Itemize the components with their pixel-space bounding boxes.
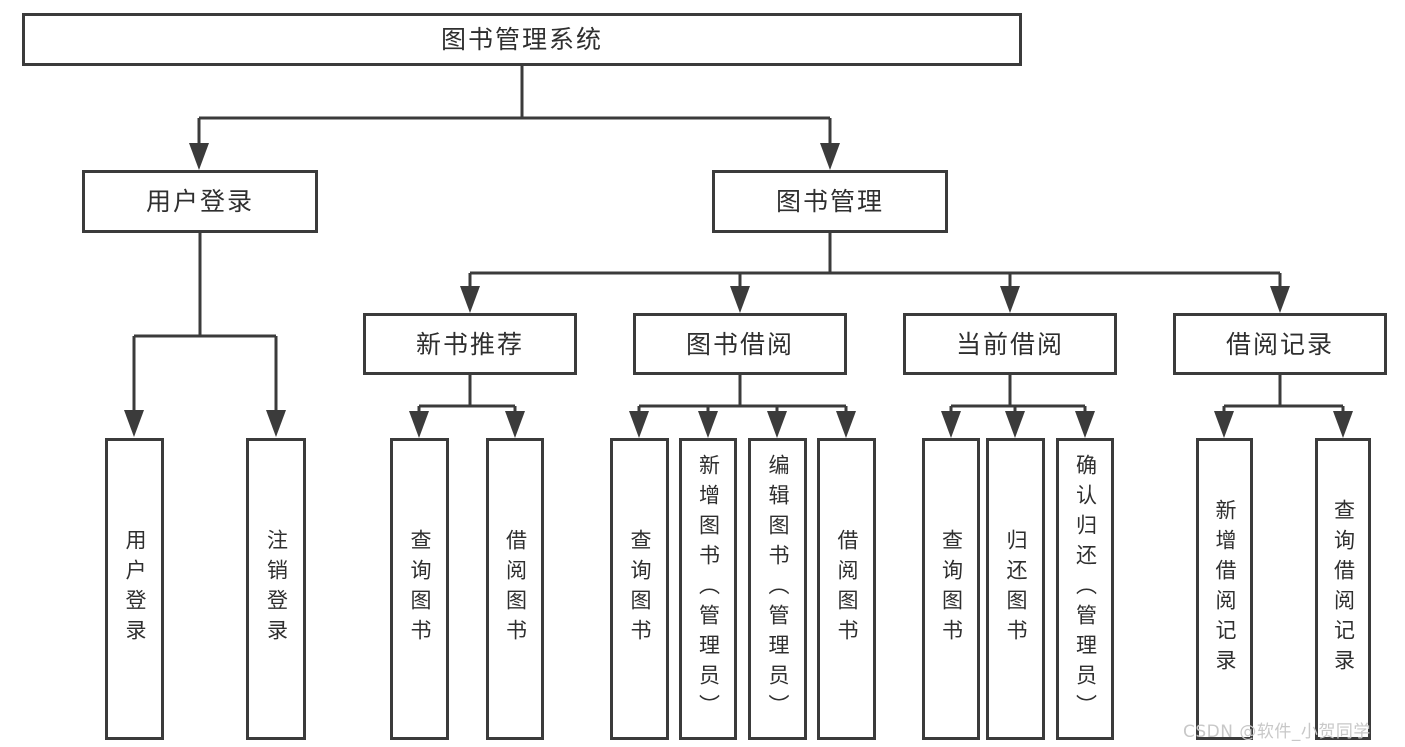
leaf-nb-borrow-books: 借阅图书 xyxy=(486,438,544,740)
node-book-management: 图书管理 xyxy=(712,170,948,233)
node-root-label: 图书管理系统 xyxy=(440,25,603,54)
node-borrow-records: 借阅记录 xyxy=(1173,313,1387,375)
node-user-login: 用户登录 xyxy=(82,170,318,233)
leaf-bb-edit-books-admin-label: 编辑图书（管理员） xyxy=(766,454,790,724)
arrow-down-icon xyxy=(1000,286,1020,313)
arrow-down-icon xyxy=(505,411,525,438)
leaf-logout-login: 注销登录 xyxy=(246,438,306,740)
leaf-bb-query-books-label: 查询图书 xyxy=(628,529,652,649)
arrow-down-icon xyxy=(730,286,750,313)
leaf-nb-query-books: 查询图书 xyxy=(390,438,449,740)
connector-bookmgmt-to-level3 xyxy=(468,233,1282,295)
leaf-bb-add-books-admin: 新增图书（管理员） xyxy=(679,438,737,740)
connector-userlogin-to-leaves xyxy=(132,233,278,420)
leaf-nb-query-books-label: 查询图书 xyxy=(408,529,432,649)
arrow-down-icon xyxy=(698,411,718,438)
arrow-down-icon xyxy=(124,410,144,437)
arrow-down-icon xyxy=(1214,411,1234,438)
connector-root-to-level2 xyxy=(197,66,832,152)
node-book-management-label: 图书管理 xyxy=(775,187,884,216)
arrow-down-icon xyxy=(767,411,787,438)
node-book-borrow-label: 图书借阅 xyxy=(685,329,794,359)
arrow-down-icon xyxy=(1075,411,1095,438)
node-current-borrow: 当前借阅 xyxy=(903,313,1117,375)
leaf-bb-add-books-admin-label: 新增图书（管理员） xyxy=(696,454,721,724)
node-user-login-label: 用户登录 xyxy=(145,187,254,216)
leaf-br-add-record: 新增借阅记录 xyxy=(1196,438,1253,740)
arrow-down-icon xyxy=(1270,286,1290,313)
arrow-down-icon xyxy=(941,411,961,438)
arrow-down-icon xyxy=(629,411,649,438)
arrow-down-icon xyxy=(189,143,209,170)
leaf-cb-confirm-return-admin-label: 确认归还（管理员） xyxy=(1073,454,1098,724)
leaf-user-login-label: 用户登录 xyxy=(123,529,147,649)
leaf-br-query-record: 查询借阅记录 xyxy=(1315,438,1371,740)
leaf-bb-borrow-books: 借阅图书 xyxy=(817,438,876,740)
leaf-bb-edit-books-admin: 编辑图书（管理员） xyxy=(748,438,807,740)
leaf-bb-borrow-books-label: 借阅图书 xyxy=(835,529,859,649)
arrow-down-icon xyxy=(409,411,429,438)
connector-bookborrow-to-leaves xyxy=(637,375,848,421)
leaf-br-add-record-label: 新增借阅记录 xyxy=(1213,499,1237,679)
arrow-down-icon xyxy=(1333,411,1353,438)
leaf-cb-confirm-return-admin: 确认归还（管理员） xyxy=(1056,438,1114,740)
leaf-bb-query-books: 查询图书 xyxy=(610,438,669,740)
leaf-user-login: 用户登录 xyxy=(105,438,164,740)
node-new-book-recommend: 新书推荐 xyxy=(363,313,577,375)
connector-newbook-to-leaves xyxy=(417,375,517,421)
node-borrow-records-label: 借阅记录 xyxy=(1225,329,1334,359)
arrow-down-icon xyxy=(820,143,840,170)
node-current-borrow-label: 当前借阅 xyxy=(955,329,1064,359)
leaf-nb-borrow-books-label: 借阅图书 xyxy=(503,529,528,649)
node-book-borrow: 图书借阅 xyxy=(633,313,847,375)
leaf-br-query-record-label: 查询借阅记录 xyxy=(1331,499,1356,679)
node-new-book-recommend-label: 新书推荐 xyxy=(415,329,524,359)
leaf-cb-return-books: 归还图书 xyxy=(986,438,1045,740)
arrow-down-icon xyxy=(1005,411,1025,438)
arrow-down-icon xyxy=(836,411,856,438)
csdn-watermark: CSDN @软件_小贺同学 xyxy=(1183,722,1371,742)
leaf-cb-return-books-label: 归还图书 xyxy=(1004,529,1028,649)
leaf-logout-login-label: 注销登录 xyxy=(264,529,289,649)
leaf-cb-query-books: 查询图书 xyxy=(922,438,980,740)
leaf-cb-query-books-label: 查询图书 xyxy=(939,529,964,649)
arrow-down-icon xyxy=(266,410,286,437)
arrowheads xyxy=(124,143,1353,438)
connector-records-to-leaves xyxy=(1222,375,1345,421)
arrow-down-icon xyxy=(460,286,480,313)
node-root: 图书管理系统 xyxy=(22,13,1022,66)
